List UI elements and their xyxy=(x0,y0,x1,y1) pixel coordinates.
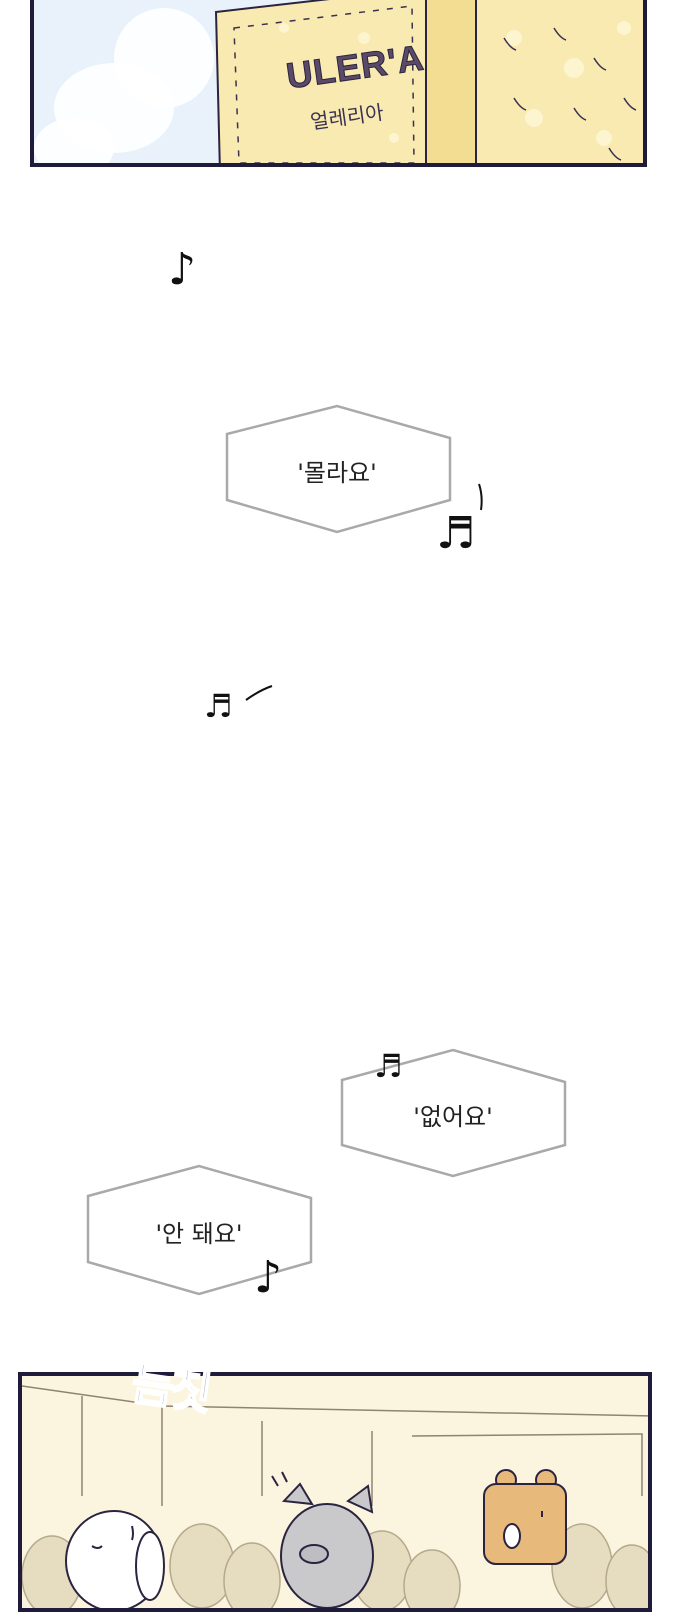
sound-stroke-mark xyxy=(478,483,483,511)
crowd-illustration xyxy=(22,1385,648,1608)
music-note-icon: ♬ xyxy=(374,1047,403,1085)
music-note-icon: ♬ xyxy=(204,687,233,725)
speech-bubble-1-outline xyxy=(225,404,452,534)
sound-effect-text: 듬칫 xyxy=(127,1355,212,1421)
top-comic-panel: ULER'A 얼레리아 xyxy=(30,0,647,167)
bottom-comic-panel xyxy=(18,1372,652,1612)
building-illustration xyxy=(34,0,643,163)
speech-bubble-2-text: '없어요' xyxy=(413,1103,493,1131)
music-note-icon: ♪ xyxy=(254,1252,283,1303)
sound-stroke-mark xyxy=(245,685,273,701)
white-dog-character xyxy=(65,1510,165,1608)
bear-character xyxy=(483,1469,567,1565)
speech-bubble-2-outline xyxy=(340,1048,567,1178)
music-note-icon: ♬ xyxy=(436,508,476,559)
speech-bubble-3-text: '안 돼요' xyxy=(155,1220,243,1248)
music-note-icon: ♪ xyxy=(168,244,197,295)
gray-pig-character xyxy=(271,1471,374,1608)
speech-bubble-3-outline xyxy=(86,1164,313,1296)
speech-bubble-1-text: '몰라요' xyxy=(297,459,377,487)
